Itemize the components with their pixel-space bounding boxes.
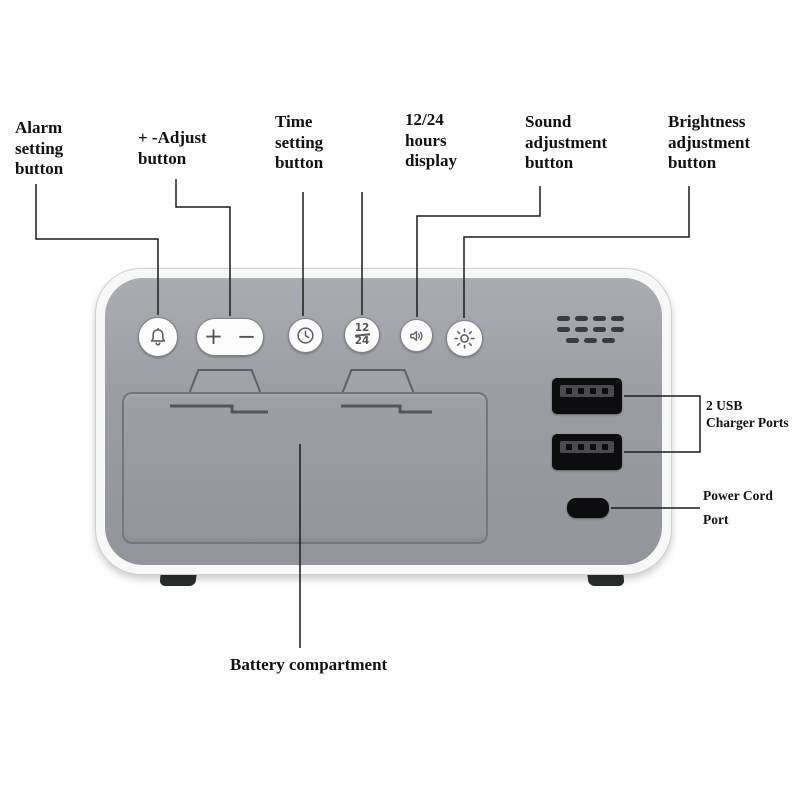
grille-dash	[601, 338, 615, 343]
label-sound-adjustment-button: Sound adjustment button	[525, 112, 608, 173]
clock-icon	[297, 327, 314, 344]
usb-pin	[566, 444, 572, 450]
grille-dash	[583, 338, 597, 343]
label-12-24-hours-display: 12/24 hours display	[405, 110, 457, 171]
time-setting-button	[288, 318, 323, 353]
grille-dash	[610, 327, 624, 332]
usb-charger-port-1	[552, 378, 622, 414]
usb-charger-port-2	[552, 434, 622, 470]
label-battery-compartment: Battery compartment	[230, 655, 388, 674]
grille-dash	[574, 327, 588, 332]
label-brightness-adjustment-button: Brightness adjustment button	[668, 112, 751, 173]
grille-dash	[610, 316, 624, 321]
grille-row	[554, 327, 626, 332]
sun-icon	[454, 328, 475, 349]
label-power-cord-port: Power Cord Port	[703, 488, 773, 528]
usb-pin	[578, 388, 584, 394]
plus-icon: +	[203, 323, 224, 350]
power-cord-port	[567, 498, 609, 518]
speaker-grille	[554, 316, 626, 349]
grille-dash	[556, 327, 570, 332]
label-alarm-setting-button: Alarm setting button	[15, 118, 64, 179]
hours-12-label: 12	[354, 321, 370, 334]
battery-cover-latch-right	[341, 369, 415, 394]
battery-cover-latch-left-face	[190, 371, 260, 394]
usb-pin	[566, 388, 572, 394]
label-usb-charger-ports: 2 USB Charger Ports	[706, 398, 789, 430]
battery-cover-latch-right-face	[343, 371, 413, 394]
usb-pin	[590, 444, 596, 450]
grille-row	[554, 338, 626, 343]
hours-24-label: 24	[354, 335, 370, 348]
minus-icon: −	[236, 323, 257, 350]
battery-compartment-cover	[122, 392, 488, 544]
device-foot-left	[159, 574, 197, 586]
usb-pin	[590, 388, 596, 394]
label-time-setting-button: Time setting button	[275, 112, 324, 173]
usb-pin	[602, 388, 608, 394]
hours-12-24-button: 12 24	[344, 317, 380, 353]
adjust-button: + −	[196, 318, 264, 356]
grille-dash	[565, 338, 579, 343]
usb-connector-tongue	[560, 385, 614, 397]
usb-connector-tongue	[560, 441, 614, 453]
alarm-setting-button	[138, 317, 178, 357]
label-adjust-button: + -Adjust button	[138, 128, 207, 168]
grille-dash	[592, 327, 606, 332]
bell-icon	[150, 327, 166, 346]
grille-dash	[574, 316, 588, 321]
speaker-icon	[409, 330, 422, 341]
grille-dash	[556, 316, 570, 321]
device-foot-right	[587, 574, 625, 586]
usb-pin	[602, 444, 608, 450]
battery-cover-latch-left	[188, 369, 262, 394]
grille-dash	[592, 316, 606, 321]
sound-adjustment-button	[400, 319, 433, 352]
usb-pin	[578, 444, 584, 450]
brightness-adjustment-button	[446, 320, 483, 357]
grille-row	[554, 316, 626, 321]
